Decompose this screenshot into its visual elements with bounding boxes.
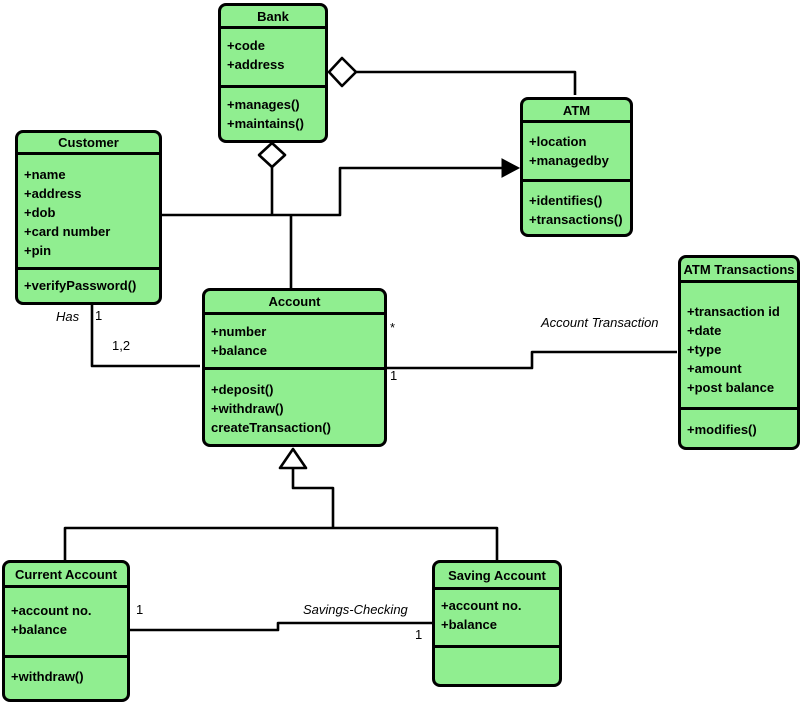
multiplicity-account-one: 1: [390, 368, 398, 383]
attribute: +account no.: [441, 598, 522, 613]
edge-generalization-stem: [291, 467, 335, 527]
method: +maintains(): [227, 116, 304, 131]
attribute: +managedby: [529, 153, 609, 168]
attribute: +type: [687, 342, 722, 357]
attribute: +location: [529, 134, 587, 149]
generalization-triangle-icon: [278, 447, 308, 470]
class-saving-account-attributes: +account no. +balance: [435, 590, 559, 648]
class-customer-attributes: +name +address +dob +card number +pin: [18, 155, 159, 270]
multiplicity-account-left: 1,2: [112, 338, 131, 353]
attribute: +address: [227, 57, 285, 72]
method: +manages(): [227, 97, 300, 112]
attribute: +name: [24, 167, 66, 182]
class-atm-transactions-title: ATM Transactions: [681, 258, 797, 283]
attribute: +pin: [24, 243, 52, 258]
aggregation-diamond-icon: [257, 141, 287, 169]
class-customer-methods: +verifyPassword(): [18, 270, 159, 302]
method: +deposit(): [211, 382, 274, 397]
class-atm-transactions-attributes: +transaction id +date +type +amount +pos…: [681, 283, 797, 410]
edge-generalization-branches: [63, 526, 499, 560]
multiplicity-current-account: 1: [136, 602, 144, 617]
class-bank-title: Bank: [221, 6, 325, 29]
attribute: +address: [24, 186, 82, 201]
multiplicity-saving-account: 1: [415, 627, 423, 642]
class-saving-account-title: Saving Account: [435, 563, 559, 590]
multiplicity-account-star: *: [390, 320, 396, 335]
multiplicity-customer: 1: [95, 308, 103, 323]
class-account-attributes: +number +balance: [205, 315, 384, 370]
class-current-account-attributes: +account no. +balance: [5, 588, 127, 658]
attribute: +balance: [11, 622, 68, 637]
class-current-account-methods: +withdraw(): [5, 658, 127, 699]
edge-label-has: Has: [56, 309, 80, 324]
edge-label-savings-checking: Savings-Checking: [303, 602, 408, 617]
attribute: +card number: [24, 224, 111, 239]
class-atm[interactable]: ATM +location +managedby +identifies() +…: [520, 97, 633, 237]
edge-bank-atm: [356, 70, 577, 95]
attribute: +code: [227, 38, 265, 53]
attribute: +number: [211, 324, 267, 339]
class-atm-transactions[interactable]: ATM Transactions +transaction id +date +…: [678, 255, 800, 450]
attribute: +account no.: [11, 603, 92, 618]
class-atm-attributes: +location +managedby: [523, 123, 630, 182]
method: +verifyPassword(): [24, 278, 137, 293]
edge-label-account-transaction: Account Transaction: [541, 315, 659, 330]
method: +identifies(): [529, 193, 603, 208]
class-account[interactable]: Account +number +balance +deposit() +wit…: [202, 288, 387, 447]
edge-savings-checking: [130, 621, 432, 632]
edge-customer-account: [90, 305, 200, 368]
method: createTransaction(): [211, 420, 331, 435]
class-account-title: Account: [205, 291, 384, 315]
class-customer-title: Customer: [18, 133, 159, 155]
attribute: +post balance: [687, 380, 775, 395]
class-customer[interactable]: Customer +name +address +dob +card numbe…: [15, 130, 162, 305]
class-current-account-title: Current Account: [5, 563, 127, 588]
attribute: +balance: [211, 343, 268, 358]
attribute: +amount: [687, 361, 742, 376]
class-bank-attributes: +code +address: [221, 29, 325, 88]
method: +withdraw(): [211, 401, 284, 416]
method: +modifies(): [687, 422, 757, 437]
attribute: +dob: [24, 205, 56, 220]
attribute: +transaction id: [687, 304, 780, 319]
method: +withdraw(): [11, 669, 84, 684]
aggregation-diamond-icon: [327, 56, 358, 88]
class-atm-transactions-methods: +modifies(): [681, 410, 797, 447]
class-atm-methods: +identifies() +transactions(): [523, 182, 630, 234]
class-bank[interactable]: Bank +code +address +manages() +maintain…: [218, 3, 328, 143]
method: +transactions(): [529, 212, 623, 227]
class-current-account[interactable]: Current Account +account no. +balance +w…: [2, 560, 130, 702]
class-saving-account-methods: [435, 648, 559, 684]
attribute: +date: [687, 323, 722, 338]
arrowhead-icon: [501, 158, 521, 178]
edge-customer-atm: [162, 166, 504, 217]
class-bank-methods: +manages() +maintains(): [221, 88, 325, 140]
attribute: +balance: [441, 617, 498, 632]
class-atm-title: ATM: [523, 100, 630, 123]
class-account-methods: +deposit() +withdraw() createTransaction…: [205, 370, 384, 444]
class-saving-account[interactable]: Saving Account +account no. +balance: [432, 560, 562, 687]
edge-account-atmtransactions: [387, 350, 677, 370]
